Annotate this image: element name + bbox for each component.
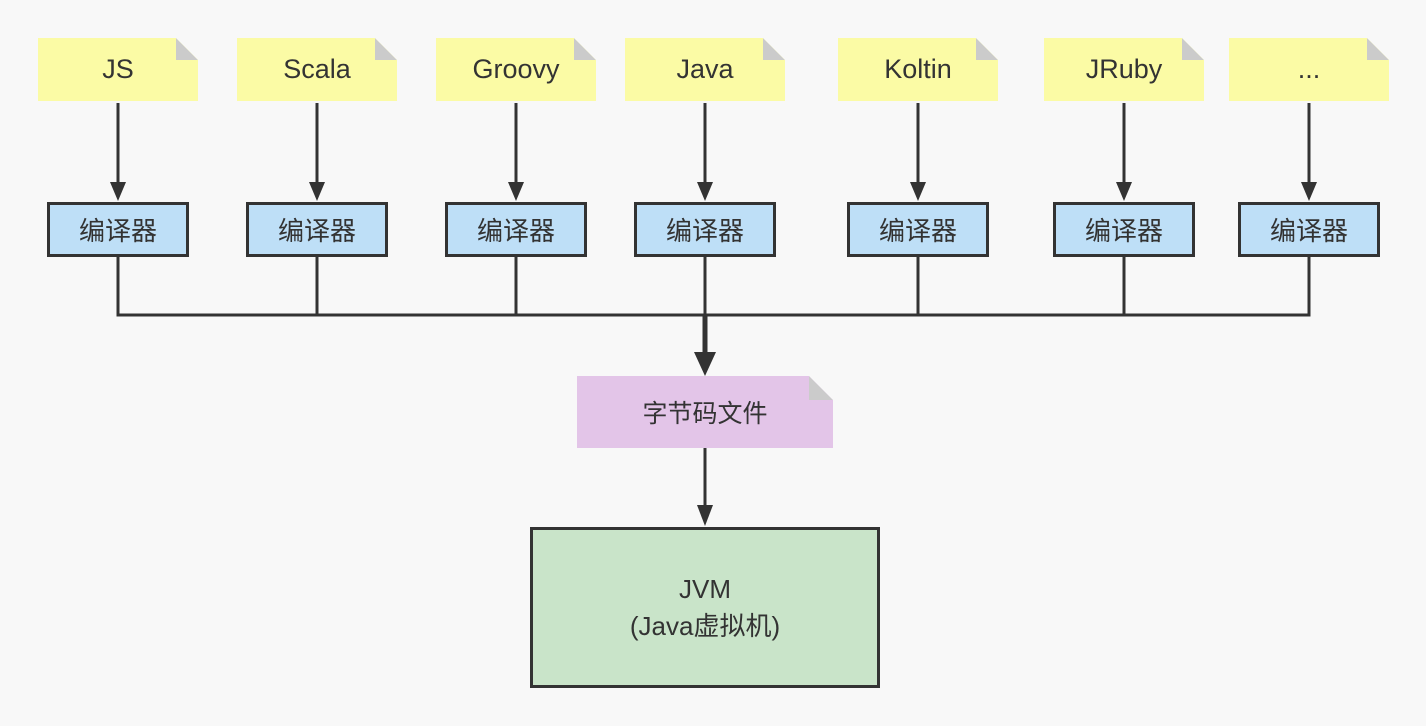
language-note-label: ... [1297,54,1321,84]
arrowhead-java-to-compiler [697,182,713,201]
language-note-java: Java [625,38,785,101]
compiler-bus-line [116,257,1311,317]
arrowhead-jruby-to-compiler [1116,182,1132,201]
language-note-jruby: JRuby [1044,38,1204,101]
arrowhead-groovy-to-compiler [508,182,524,201]
language-note-groovy: Groovy [436,38,596,101]
language-note-label: Groovy [472,54,560,84]
compiler-box-label: 编译器 [476,216,555,246]
arrowhead-scala-to-compiler [309,182,325,201]
compiler-box-4: 编译器 [634,202,776,257]
compiler-box-3: 编译器 [445,202,587,257]
language-note-label: JS [102,54,134,84]
language-note-label: Koltin [884,54,952,84]
compiler-box-1: 编译器 [47,202,189,257]
language-note-others: ... [1229,38,1389,101]
compiler-box-label: 编译器 [1084,216,1163,246]
language-note-scala: Scala [237,38,397,101]
jvm-box-subtitle: (Java虚拟机) [629,610,781,641]
compiler-box-label: 编译器 [1269,216,1348,246]
jvm-box-title: JVM [679,574,731,605]
compiler-box-7: 编译器 [1238,202,1380,257]
compiler-box-label: 编译器 [665,216,744,246]
arrowhead-js-to-compiler [110,182,126,201]
language-note-js: JS [38,38,198,101]
language-note-label: Java [676,54,734,84]
arrowhead-bus-to-bytecode [694,352,716,376]
compiler-box-6: 编译器 [1053,202,1195,257]
compiler-box-2: 编译器 [246,202,388,257]
bytecode-note: 字节码文件 [577,376,833,448]
arrowhead-bytecode-to-jvm [697,505,713,526]
compiler-box-label: 编译器 [78,216,157,246]
arrowhead-koltin-to-compiler [910,182,926,201]
language-note-label: Scala [283,54,351,84]
language-note-label: JRuby [1085,54,1163,84]
compiler-box-5: 编译器 [847,202,989,257]
jvm-box: JVM (Java虚拟机) [530,527,880,688]
compiler-box-label: 编译器 [277,216,356,246]
bytecode-note-label: 字节码文件 [642,400,768,428]
compiler-box-label: 编译器 [878,216,957,246]
arrowhead-others-to-compiler [1301,182,1317,201]
language-note-koltin: Koltin [838,38,998,101]
